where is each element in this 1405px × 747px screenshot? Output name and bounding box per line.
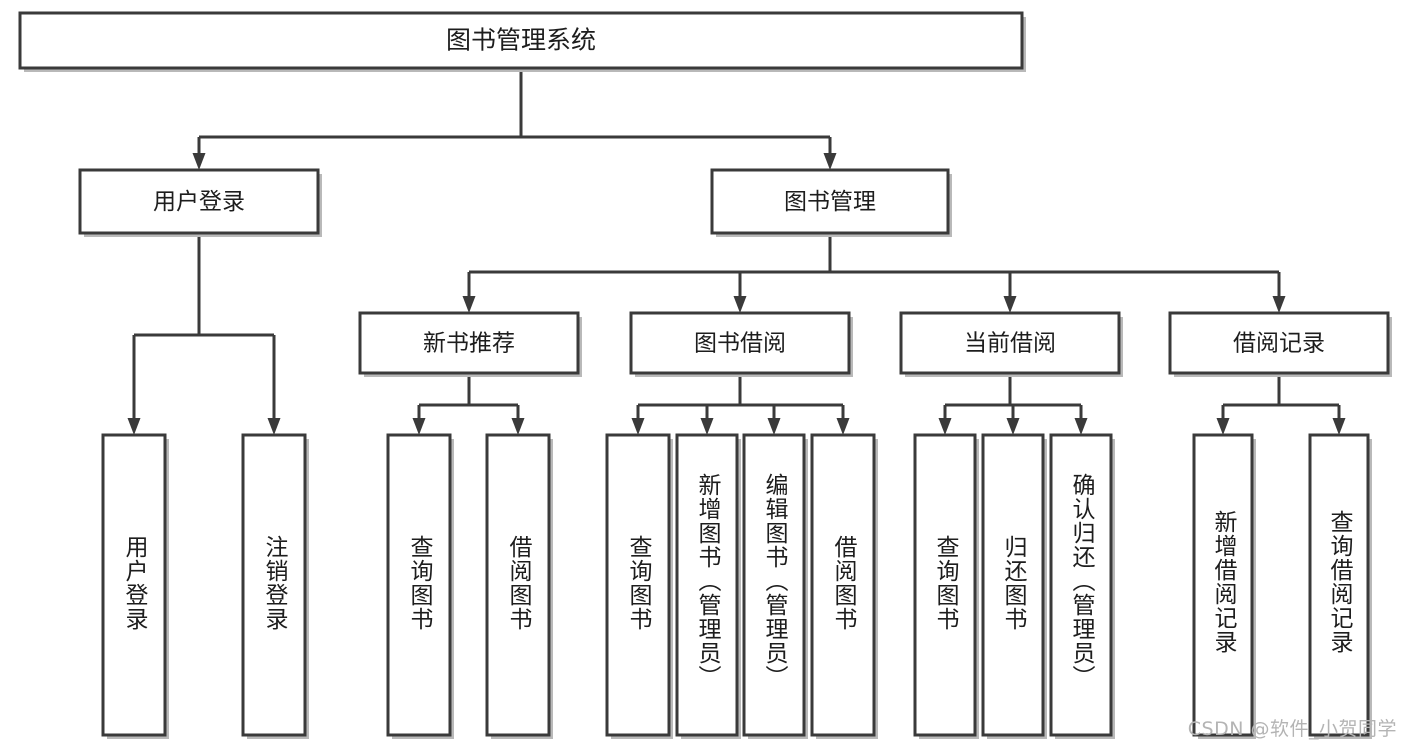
arrow-head-icon <box>462 296 476 313</box>
box-outline <box>605 433 671 737</box>
node-leaf-query-book-rec[interactable] <box>386 433 454 739</box>
node-label: 新书推荐 <box>423 331 515 357</box>
node-root-system[interactable]: 图书管理系统 <box>18 11 1026 72</box>
node-leaf-query-book-borrow[interactable] <box>605 433 673 739</box>
box-outline <box>358 311 580 375</box>
box-outline <box>386 433 452 737</box>
node-leaf-user-logout[interactable] <box>241 433 309 739</box>
node-leaf-query-borrow-record[interactable] <box>1308 433 1372 739</box>
node-book-borrow[interactable]: 图书借阅 <box>629 311 853 377</box>
arrow-head-icon <box>836 418 850 435</box>
box-outline <box>18 11 1024 70</box>
box-outline <box>899 311 1121 375</box>
arrow-head-icon <box>412 418 426 435</box>
node-leaf-confirm-return-admin[interactable] <box>1049 433 1115 739</box>
arrow-head-icon <box>1272 296 1286 313</box>
box-outline <box>1308 433 1370 737</box>
node-label: 图书管理 <box>784 189 876 215</box>
node-book-manage[interactable]: 图书管理 <box>710 168 952 237</box>
node-label: 当前借阅 <box>964 331 1056 357</box>
node-leaf-edit-book-admin[interactable] <box>742 433 808 739</box>
watermark-text: CSDN @软件_小贺同学 <box>1187 718 1397 740</box>
arrow-head-icon <box>767 418 781 435</box>
node-leaf-user-login[interactable] <box>101 433 169 739</box>
box-outline <box>810 433 876 737</box>
node-label: 借阅记录 <box>1233 331 1325 357</box>
box-outline <box>1192 433 1254 737</box>
arrow-head-icon <box>267 418 281 435</box>
box-outline <box>485 433 551 737</box>
node-new-book-recommend[interactable]: 新书推荐 <box>358 311 582 377</box>
node-leaf-query-book-cur[interactable] <box>913 433 979 739</box>
box-outline <box>913 433 977 737</box>
arrow-head-icon <box>1006 418 1020 435</box>
box-outline <box>78 168 320 235</box>
node-label: 图书借阅 <box>694 331 786 357</box>
node-leaf-borrow-book-rec[interactable] <box>485 433 553 739</box>
box-outline <box>742 433 806 737</box>
box-outline <box>629 311 851 375</box>
box-outline <box>981 433 1045 737</box>
arrow-head-icon <box>127 418 141 435</box>
arrow-head-icon <box>700 418 714 435</box>
node-label: 图书管理系统 <box>446 26 596 55</box>
node-leaf-return-book[interactable] <box>981 433 1047 739</box>
arrow-head-icon <box>733 296 747 313</box>
arrow-head-icon <box>631 418 645 435</box>
arrow-head-icon <box>1074 418 1088 435</box>
arrow-head-icon <box>192 153 206 170</box>
arrow-head-icon <box>1332 418 1346 435</box>
box-outline <box>675 433 739 737</box>
arrow-head-icon <box>938 418 952 435</box>
box-outline <box>710 168 950 235</box>
box-outline <box>1049 433 1113 737</box>
node-user-login[interactable]: 用户登录 <box>78 168 322 237</box>
arrow-head-icon <box>823 153 837 170</box>
node-current-borrow[interactable]: 当前借阅 <box>899 311 1123 377</box>
node-borrow-record[interactable]: 借阅记录 <box>1168 311 1392 377</box>
arrow-head-icon <box>1216 418 1230 435</box>
node-leaf-add-book-admin[interactable] <box>675 433 741 739</box>
box-outline <box>101 433 167 737</box>
arrow-head-icon <box>511 418 525 435</box>
node-leaf-add-borrow-record[interactable] <box>1192 433 1256 739</box>
box-outline <box>1168 311 1390 375</box>
box-outline <box>241 433 307 737</box>
connectors-layer <box>127 68 1346 435</box>
node-leaf-borrow-book[interactable] <box>810 433 878 739</box>
node-label: 用户登录 <box>153 189 245 215</box>
arrow-head-icon <box>1003 296 1017 313</box>
